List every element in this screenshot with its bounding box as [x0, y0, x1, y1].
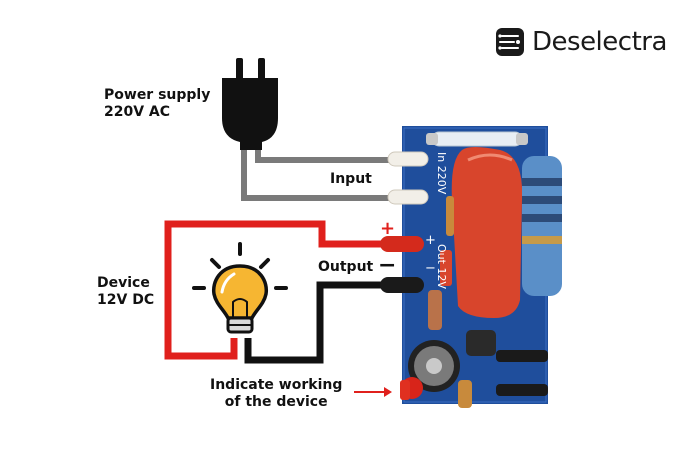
brand-name: Deselectra [532, 27, 667, 57]
device-label-line1: Device [97, 275, 150, 291]
power-plug-icon [222, 58, 278, 150]
output-terminals [380, 236, 424, 293]
output-label: Output [318, 259, 374, 275]
positive-wire [164, 220, 395, 360]
board-label-out-12v: Out 12V [435, 244, 448, 289]
input-label: Input [330, 171, 372, 187]
negative-wire [244, 281, 395, 364]
device-label-line2: 12V DC [97, 292, 155, 308]
board-label-minus: − [425, 261, 436, 276]
small-components [408, 196, 548, 408]
glass-fuse [426, 131, 528, 147]
brand-logo: Deselectra [494, 26, 667, 58]
board-label-plus: + [425, 233, 436, 248]
indicator-label: Indicate working of the device [210, 377, 342, 411]
power-supply-label: Power supply 220V AC [104, 87, 210, 121]
board-label-in-220v: In 220V [435, 152, 448, 195]
input-terminals [387, 151, 429, 205]
ac-input-wires [241, 148, 395, 201]
device-label: Device 12V DC [97, 275, 154, 309]
indicator-label-line2: of the device [224, 394, 328, 410]
negative-marker: − [378, 253, 396, 278]
board-silkscreen: In 220V Out 12V + − [425, 152, 448, 289]
film-capacitor [451, 147, 523, 318]
power-supply-label-line2: 220V AC [104, 104, 171, 120]
led-indicator [400, 377, 423, 400]
power-resistor [522, 156, 562, 296]
positive-marker: + [380, 218, 395, 239]
indicator-label-line1: Indicate working [210, 377, 343, 393]
circuit-chip-icon [496, 28, 524, 56]
light-bulb-icon [192, 242, 288, 334]
power-supply-label-line1: Power supply [104, 87, 211, 103]
indicator-arrow [354, 387, 392, 397]
